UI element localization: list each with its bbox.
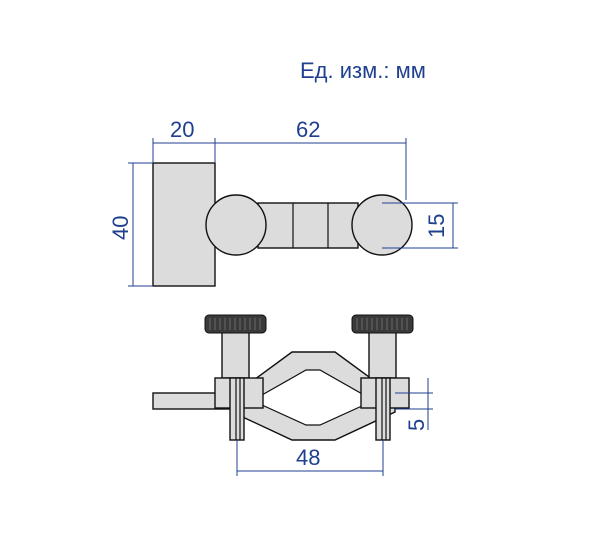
- bolt-left: [229, 377, 245, 441]
- dim-clamp-span: 48: [296, 445, 320, 470]
- bolt-right: [375, 377, 391, 441]
- knurled-knob-right: [351, 314, 414, 334]
- ball-left: [205, 194, 267, 256]
- dim-block-width: 20: [170, 117, 194, 142]
- mounting-block: [152, 162, 216, 287]
- units-label: Ед. изм.: мм: [300, 58, 426, 83]
- side-view: [152, 314, 414, 441]
- knurled-knob-left: [204, 314, 267, 334]
- top-view-dimensions: 20 62 40 15: [108, 117, 458, 287]
- dim-block-height: 40: [108, 216, 133, 240]
- ball-right: [351, 194, 413, 256]
- post-left: [221, 331, 250, 379]
- top-view: [152, 162, 413, 287]
- post-right: [368, 331, 397, 379]
- arm-segment: [257, 202, 359, 249]
- dim-ball-diameter: 15: [424, 214, 449, 238]
- side-view-dimensions: 5 48: [236, 378, 433, 476]
- dim-clamp-thickness: 5: [404, 419, 429, 431]
- dim-arm-length: 62: [296, 117, 320, 142]
